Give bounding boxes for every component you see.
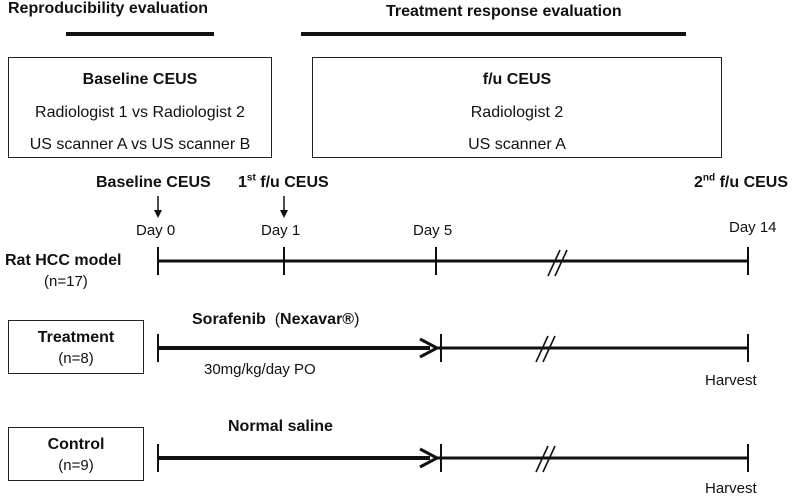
baseline-box-line2: US scanner A vs US scanner B [29, 136, 251, 153]
control-agent: Normal saline [228, 418, 333, 435]
axis-break-mark [535, 335, 549, 363]
baseline-box-line1: Radiologist 1 vs Radiologist 2 [35, 104, 245, 121]
control-harvest: Harvest [705, 480, 757, 497]
day-label: Day 5 [413, 222, 453, 239]
axis-break-mark [547, 249, 561, 277]
treatment-dose: 30mg/kg/day PO [204, 361, 316, 378]
baseline-ceus-box: Baseline CEUS Radiologist 1 vs Radiologi… [8, 57, 272, 158]
second-fu-ceus-marker: 2nd f/u CEUS [694, 172, 789, 191]
right-section-title: Treatment response evaluation [386, 3, 622, 20]
treatment-label: Treatment [37, 329, 115, 346]
control-label: Control [47, 436, 105, 453]
day-label: Day 14 [729, 219, 777, 236]
control-n: (n=9) [58, 457, 94, 474]
left-section-title: Reproducibility evaluation [8, 0, 209, 17]
fu-box-line2: US scanner A [468, 136, 566, 153]
first-fu-ceus-marker: 1st f/u CEUS [238, 172, 329, 191]
baseline-box-title: Baseline CEUS [82, 71, 198, 88]
model-label: Rat HCC model [5, 252, 122, 269]
axis-break-mark [535, 445, 549, 473]
fu-ceus-box: f/u CEUS Radiologist 2 US scanner A [312, 57, 722, 158]
treatment-harvest: Harvest [705, 372, 757, 389]
treatment-n: (n=8) [58, 350, 94, 367]
treatment-timeline [157, 334, 749, 363]
model-timeline [157, 247, 749, 277]
day-label: Day 1 [261, 222, 301, 239]
control-timeline [157, 444, 749, 473]
fu-box-line1: Radiologist 2 [470, 104, 564, 121]
treatment-group-box: Treatment (n=8) [8, 320, 144, 374]
first-fu-down-arrow [280, 196, 288, 218]
treatment-drug: Sorafenib (Nexavar®) [192, 311, 360, 328]
day-label: Day 0 [136, 222, 176, 239]
model-n: (n=17) [44, 273, 88, 290]
baseline-down-arrow [154, 196, 162, 218]
baseline-ceus-marker: Baseline CEUS [96, 174, 211, 191]
fu-box-title: f/u CEUS [482, 71, 552, 88]
control-group-box: Control (n=9) [8, 427, 144, 481]
